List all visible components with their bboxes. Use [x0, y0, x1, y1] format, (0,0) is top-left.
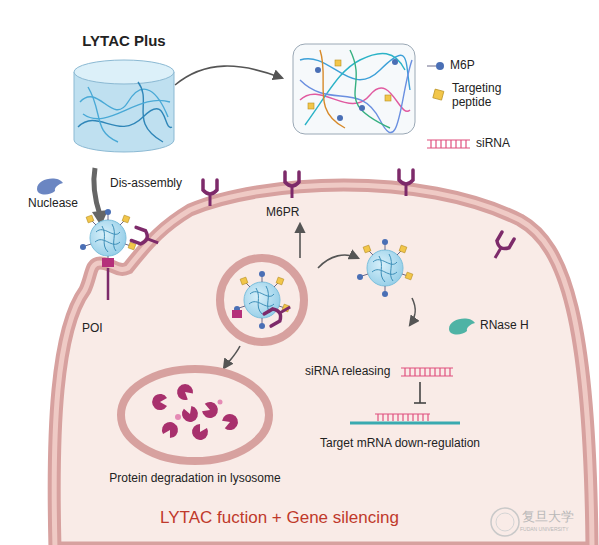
- protein-label: POI: [82, 322, 103, 336]
- node-text: Target mRNA down-regulation: [300, 437, 500, 451]
- receptor-label: M6PR: [266, 206, 299, 220]
- step-label: Dis-assembly: [110, 177, 182, 191]
- watermark: 复旦大学: [522, 510, 574, 525]
- node-text: LYTAC Plus: [68, 32, 180, 49]
- caption: LYTAC fuction + Gene silencing: [160, 508, 399, 528]
- sirna-duplex: siRNA releasing: [305, 362, 455, 382]
- legend-text: siRNA: [476, 137, 536, 151]
- node-text: siRNA releasing: [305, 365, 400, 379]
- watermark: FUDAN UNIVERSITY: [520, 527, 569, 533]
- enzyme-label: RNase H: [480, 319, 529, 333]
- lysosome-membrane: Protein degradation in lysosome: [100, 362, 290, 492]
- node-text: Protein degradation in lysosome: [100, 472, 290, 486]
- legend-text: Targeting peptide: [452, 82, 512, 110]
- hydrogel-cylinder-outline: [68, 32, 180, 157]
- legend-text: M6P: [450, 59, 510, 73]
- target-mrna: Target mRNA down-regulation: [300, 405, 500, 455]
- lysosome-membrane-outline: [100, 362, 290, 472]
- target-mrna-outline: [300, 405, 500, 429]
- enzyme-label: Nuclease: [28, 197, 78, 211]
- hydrogel-cylinder: LYTAC Plus: [68, 32, 180, 157]
- inhibition-connector: [414, 382, 426, 403]
